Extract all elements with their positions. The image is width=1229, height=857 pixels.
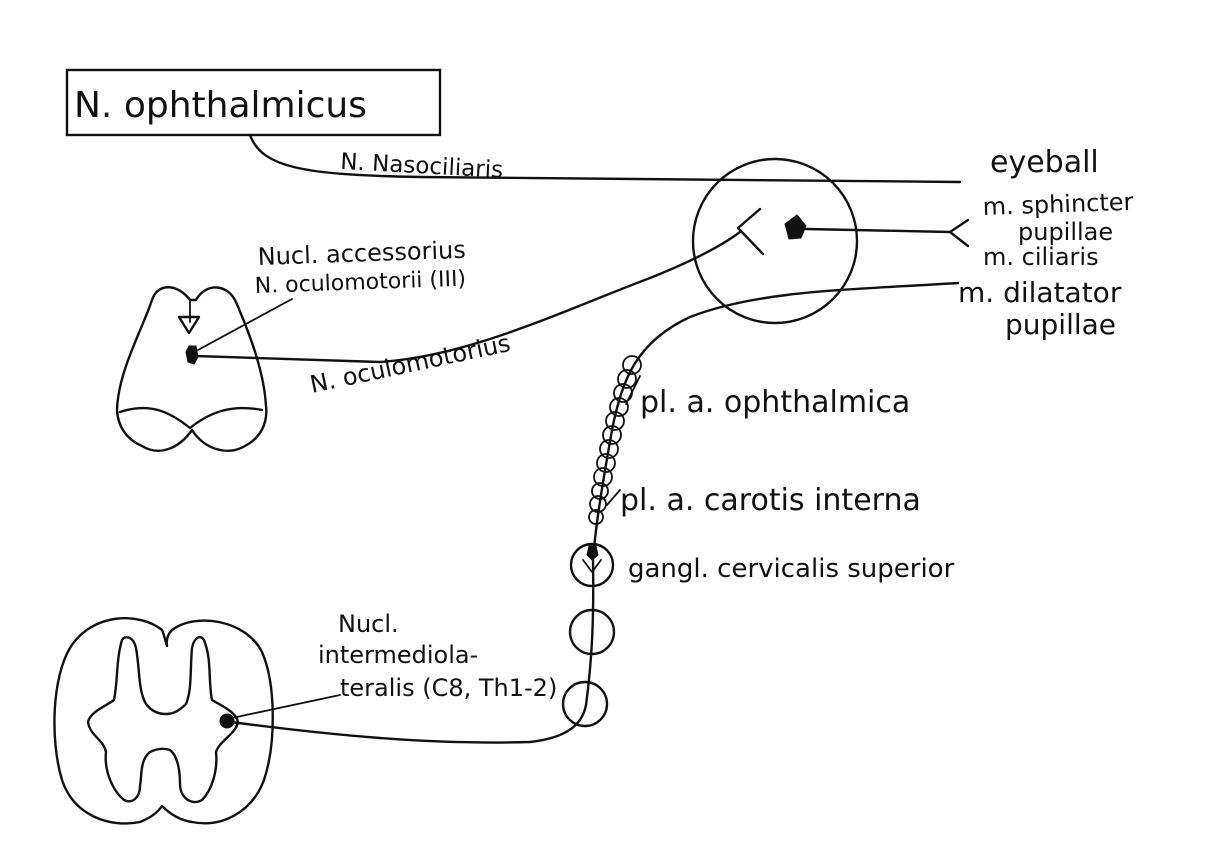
nucl-intermedio-label-line2: intermediola- (318, 641, 478, 669)
spinal-cord-outline (53, 617, 274, 825)
nasociliaris-nerve-line (248, 133, 962, 184)
dilatator-label-line1: m. dilatator (958, 276, 1122, 309)
eyeball-circle (691, 157, 859, 325)
dilatator-label-line2: pupillae (1005, 308, 1116, 341)
sympathetic-pathway-line (229, 281, 960, 744)
gangl-cervicalis-label: gangl. cervicalis superior (628, 554, 955, 584)
nucl-intermedio-label-line1: Nucl. (338, 610, 399, 638)
nucl-accessorius-label-line2: N. oculomotorii (III) (254, 267, 466, 299)
oculomotorius-nerve-line (194, 230, 742, 364)
nucl-accessorius-label-line1: Nucl. accessorius (257, 236, 466, 271)
ophthalmicus-box (65, 68, 442, 137)
eyeball-label: eyeball (990, 145, 1099, 180)
spinal-grey-matter (86, 636, 240, 804)
midbrain-peduncle-line (118, 406, 264, 430)
ciliary-ganglion-mark (736, 207, 765, 256)
ciliaris-label: m. ciliaris (983, 243, 1099, 271)
sphincter-label-line2: pupillae (1018, 218, 1113, 246)
nucl-accessorius-pointer (197, 298, 293, 351)
carotid-plexus-beads (588, 355, 642, 525)
pl-carotis-label: pl. a. carotis interna (620, 483, 921, 518)
sphincter-label-line1: m. sphincter (982, 188, 1134, 221)
ophthalmicus-box-label: N. ophthalmicus (74, 85, 367, 126)
plexus-ophthalmica-pointer (625, 375, 641, 405)
sphincter-ciliaris-line (804, 227, 952, 234)
pupil-target-dot (784, 214, 807, 240)
sphincter-ciliaris-fork (948, 218, 970, 248)
edinger-westphal-nucleus-dot (185, 345, 199, 365)
middle-cervical-ganglion (568, 608, 616, 656)
nucl-intermedio-label-line3: teralis (C8, Th1-2) (340, 674, 557, 702)
oculomotorius-label: N. oculomotorius (307, 329, 512, 399)
inferior-cervical-ganglion (561, 680, 609, 728)
superior-cervical-ganglion (569, 542, 615, 588)
pl-ophthalmica-label: pl. a. ophthalmica (640, 385, 910, 420)
intermediolateral-nucleus-dot (219, 713, 235, 729)
ganglion-synapse-mark (582, 559, 602, 573)
intermediolateral-pointer (231, 694, 341, 719)
ganglion-synapse-dot (586, 545, 599, 561)
nasociliaris-label: N. Nasociliaris (340, 149, 504, 183)
cerebral-aqueduct-triangle (177, 315, 201, 335)
plexus-carotis-pointer (606, 489, 621, 506)
midbrain-outline (115, 286, 268, 452)
